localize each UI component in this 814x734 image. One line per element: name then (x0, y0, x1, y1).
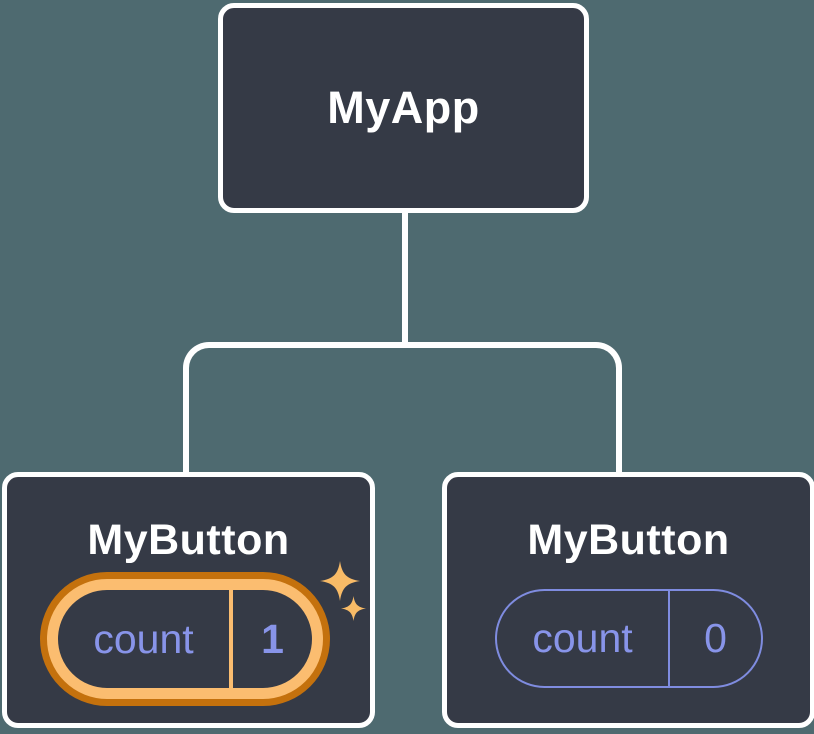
connector-stem (402, 208, 408, 346)
tree-node-root: MyApp (218, 3, 589, 213)
connector-branch (183, 342, 622, 482)
sparkle-icon (320, 561, 360, 601)
state-pill-highlighted: count 1 (47, 579, 323, 699)
state-label: count (93, 615, 194, 662)
tree-node-child-left: MyButton count 1 (2, 472, 375, 728)
tree-node-child-right: MyButton count 0 (442, 472, 814, 728)
state-pill: count 0 (495, 589, 763, 688)
state-label: count (532, 615, 633, 661)
node-title: MyButton (527, 516, 730, 564)
sparkle-icon (341, 596, 366, 621)
state-divider (229, 590, 233, 688)
state-divider (668, 591, 670, 686)
node-title: MyButton (87, 516, 290, 564)
state-value: 1 (261, 615, 284, 662)
state-value: 0 (704, 615, 727, 661)
node-title: MyApp (327, 82, 480, 133)
